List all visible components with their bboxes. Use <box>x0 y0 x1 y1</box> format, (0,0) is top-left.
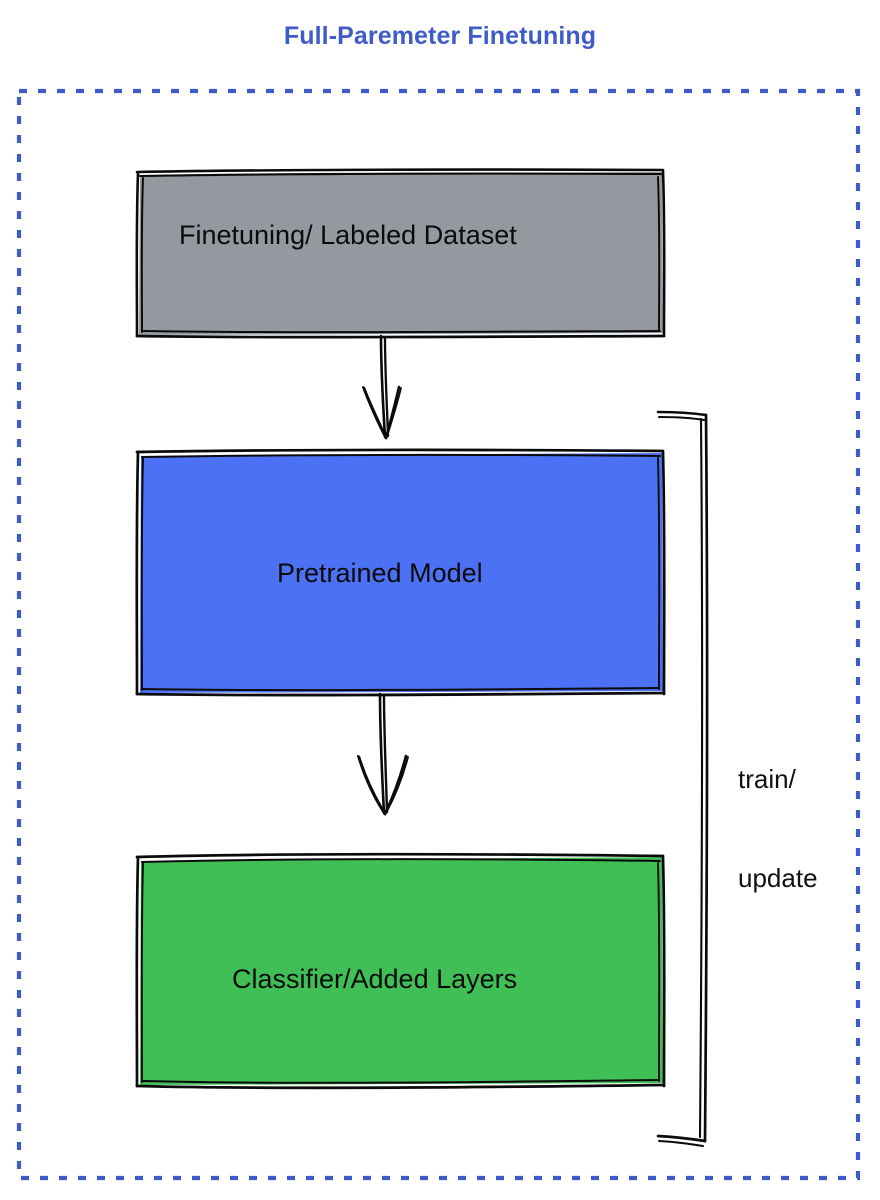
edge-train-update-line-2: update <box>738 863 818 894</box>
node-dataset-label: Finetuning/ Labeled Dataset <box>179 220 517 250</box>
node-pretrained[interactable] <box>135 448 666 697</box>
edge-train-update-line-1: train/ <box>738 763 796 794</box>
edge-dataset-to-pretrained <box>362 334 402 440</box>
edge-pretrained-to-classifier <box>357 692 409 816</box>
edge-train-update-bracket <box>656 410 709 1147</box>
node-pretrained-label: Pretrained Model <box>277 558 483 588</box>
node-classifier-label: Classifier/Added Layers <box>232 964 518 994</box>
edge-train-update-label: train/ update <box>738 696 818 929</box>
node-classifier[interactable] <box>135 852 666 1090</box>
page-title: Full-Paremeter Finetuning <box>283 22 597 50</box>
node-dataset[interactable] <box>135 168 666 339</box>
dashed-boundary <box>16 88 861 1181</box>
